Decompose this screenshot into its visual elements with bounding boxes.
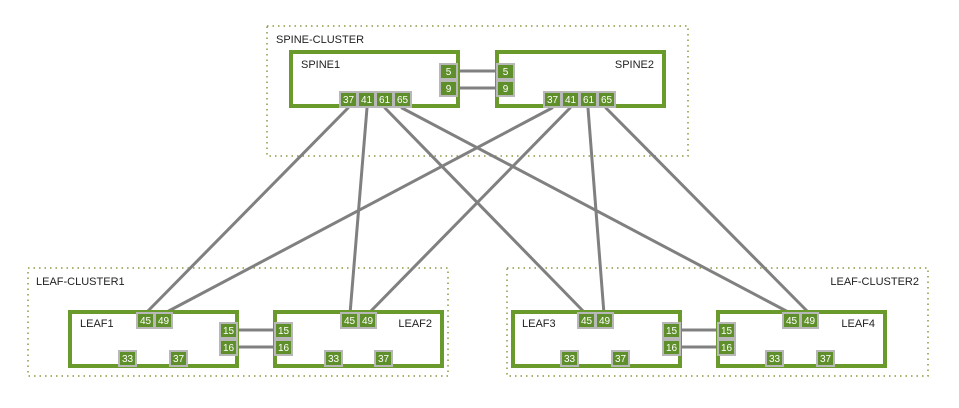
spine1-device[interactable]: SPINE1 5 9 37 41 61 65: [289, 50, 460, 108]
leaf4-name-label: LEAF4: [841, 318, 875, 330]
leaf4-port-37-label: 37: [820, 354, 832, 365]
leaf4-port-49[interactable]: [800, 312, 819, 329]
leaf4-port-49-label: 49: [804, 316, 816, 327]
leaf1-device[interactable]: LEAF1 45 49 15 16 33 37: [68, 310, 239, 368]
leaf4-port-33-label: 33: [769, 354, 781, 365]
leaf2-port-49-label: 49: [362, 316, 374, 327]
leaf3-port-37-label: 37: [615, 354, 627, 365]
link-spine1-37-leaf1-45: [143, 106, 350, 316]
leaf1-port-49[interactable]: [154, 312, 173, 329]
leaf3-port-33[interactable]: [560, 350, 579, 367]
spine2-name-label: SPINE2: [615, 59, 654, 71]
spine1-port-37-label: 37: [343, 95, 355, 106]
spine2-port-5-label: 5: [503, 67, 509, 78]
leaf3-device[interactable]: LEAF3 45 49 15 16 33 37: [511, 310, 682, 368]
leaf1-port-16-label: 16: [223, 343, 235, 354]
leaf4-port-33[interactable]: [765, 350, 784, 367]
leaf2-port-15[interactable]: [274, 322, 293, 339]
leaf3-port-37[interactable]: [611, 350, 630, 367]
spine2-port-41-label: 41: [565, 95, 577, 106]
leaf3-port-49-label: 49: [599, 316, 611, 327]
spine2-port-65-label: 65: [601, 95, 613, 106]
leaf1-port-45-label: 45: [140, 316, 152, 327]
spine1-port-65-label: 65: [397, 95, 409, 106]
spine2-port-9-label: 9: [503, 84, 509, 95]
leaf-cluster2-label: LEAF-CLUSTER2: [830, 276, 919, 288]
spine1-port-61-label: 61: [379, 95, 391, 106]
spine2-port-37-label: 37: [547, 95, 559, 106]
leaf1-port-37-label: 37: [173, 354, 185, 365]
leaf4-port-15-label: 15: [721, 326, 733, 337]
leaf4-port-16-label: 16: [721, 343, 733, 354]
leaf2-port-16[interactable]: [274, 339, 293, 356]
leaf3-port-49[interactable]: [595, 312, 614, 329]
leaf1-name-label: LEAF1: [80, 318, 114, 330]
leaf2-name-label: LEAF2: [398, 318, 432, 330]
leaf2-port-15-label: 15: [278, 326, 290, 337]
leaf2-device[interactable]: LEAF2 45 49 15 16 33 37: [273, 310, 444, 368]
leaf2-port-16-label: 16: [278, 343, 290, 354]
leaf4-device[interactable]: LEAF4 45 49 15 16 33 37: [716, 310, 887, 368]
leaf1-port-15[interactable]: [219, 322, 238, 339]
spine-cluster-label: SPINE-CLUSTER: [276, 34, 364, 46]
leaf-cluster1-boundary: [27, 267, 449, 377]
leaf4-port-16[interactable]: [717, 339, 736, 356]
leaf1-port-37[interactable]: [169, 350, 188, 367]
spine2-port-61-label: 61: [583, 95, 595, 106]
link-spine2-41-leaf2-49: [366, 106, 572, 316]
link-spine2-37-leaf1-49: [161, 106, 554, 316]
spine2-port-9[interactable]: [496, 80, 515, 97]
leaf-cluster2-boundary: [506, 267, 929, 377]
leaf3-port-15[interactable]: [662, 322, 681, 339]
spine1-port-9[interactable]: [439, 80, 458, 97]
spine1-port-41-label: 41: [361, 95, 373, 106]
leaf4-port-45-label: 45: [786, 316, 798, 327]
leaf1-port-33[interactable]: [118, 350, 137, 367]
link-spine2-61-leaf3-49: [586, 106, 606, 316]
leaf3-port-45-label: 45: [581, 316, 593, 327]
leaf1-port-15-label: 15: [223, 326, 235, 337]
leaf3-port-16-label: 16: [666, 343, 678, 354]
spine-cluster-boundary: [266, 25, 689, 157]
spine1-port-65[interactable]: [393, 91, 412, 108]
leaf-cluster1-label: LEAF-CLUSTER1: [36, 276, 125, 288]
leaf4-port-15[interactable]: [717, 322, 736, 339]
leaf3-port-33-label: 33: [564, 354, 576, 365]
spine1-port-9-label: 9: [446, 84, 452, 95]
link-spine1-61-leaf3-45: [383, 106, 588, 316]
leaf3-name-label: LEAF3: [522, 318, 556, 330]
leaf2-port-37[interactable]: [374, 350, 393, 367]
leaf2-port-37-label: 37: [378, 354, 390, 365]
leaf3-port-15-label: 15: [666, 326, 678, 337]
leaf1-port-16[interactable]: [219, 339, 238, 356]
link-spine2-65-leaf4-49: [604, 106, 812, 316]
spine2-port-65[interactable]: [597, 91, 616, 108]
leaf1-port-33-label: 33: [122, 354, 134, 365]
leaf1-port-49-label: 49: [158, 316, 170, 327]
leaf2-port-49[interactable]: [358, 312, 377, 329]
spine2-port-5[interactable]: [496, 63, 515, 80]
leaf2-port-45-label: 45: [344, 316, 356, 327]
spine1-name-label: SPINE1: [301, 59, 340, 71]
leaf3-port-16[interactable]: [662, 339, 681, 356]
spine2-device[interactable]: SPINE2 5 9 37 41 61 65: [495, 50, 666, 108]
leaf2-port-33[interactable]: [324, 350, 343, 367]
leaf2-port-33-label: 33: [328, 354, 340, 365]
spine1-port-5-label: 5: [446, 67, 452, 78]
spine1-port-5[interactable]: [439, 63, 458, 80]
leaf4-port-37[interactable]: [816, 350, 835, 367]
links: [143, 69, 812, 349]
